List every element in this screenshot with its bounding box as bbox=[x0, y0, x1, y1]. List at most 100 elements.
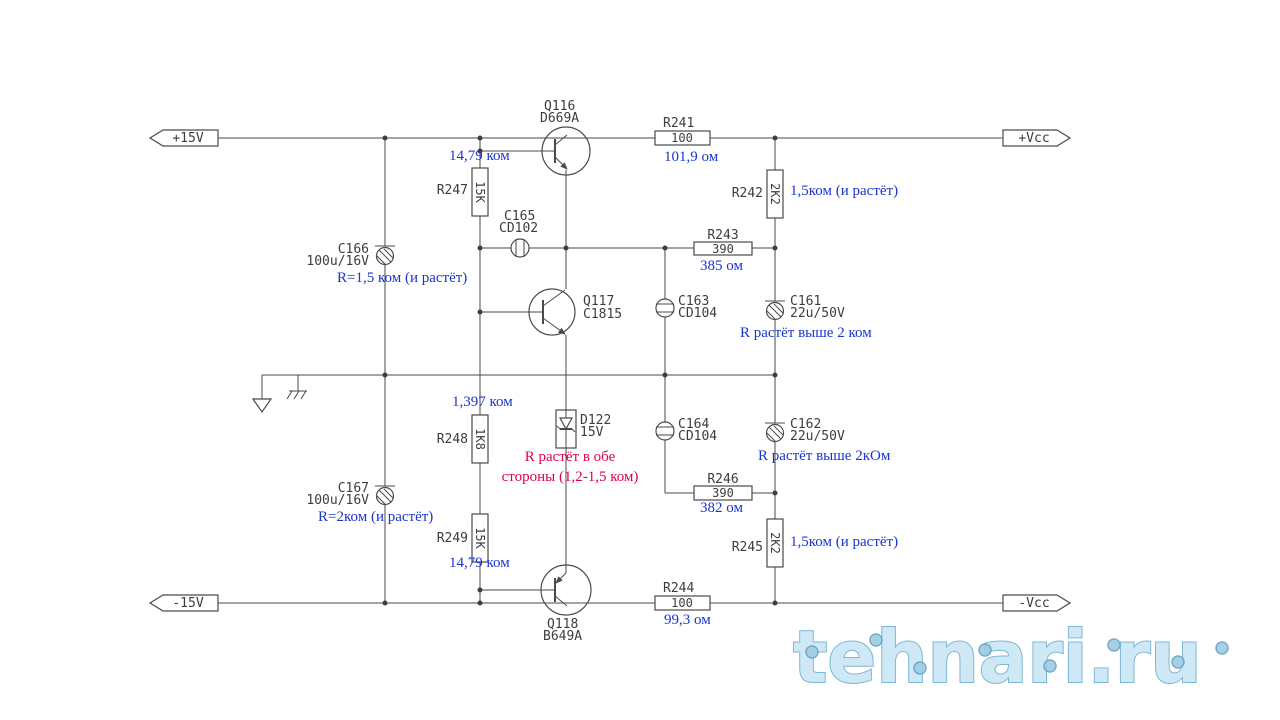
q118-part-label: B649A bbox=[543, 629, 582, 644]
d122-note-line2: стороны (1,2-1,5 ком) bbox=[502, 469, 639, 485]
d122-ref-label: D122 bbox=[580, 413, 611, 428]
watermark-bolt-icon bbox=[1043, 659, 1057, 673]
r242-ref-label: R242 bbox=[732, 186, 763, 201]
q117-part-label: C1815 bbox=[583, 307, 622, 322]
capacitor-c165: C165 CD102 bbox=[499, 209, 538, 258]
watermark-text: tehnari.ru bbox=[793, 615, 1202, 699]
c161-ref-label: C161 bbox=[790, 294, 821, 309]
c167-note: R=2ком (и растёт) bbox=[318, 509, 433, 525]
r244-ref-label: R244 bbox=[663, 581, 694, 596]
c162-value-label: 22u/50V bbox=[790, 429, 845, 444]
r243-measured-note: 385 ом bbox=[700, 258, 743, 274]
capacitor-c166: C166 100u/16V bbox=[306, 242, 395, 269]
r248-value-label: 1K8 bbox=[473, 428, 487, 450]
resistor-r247: R247 15K bbox=[437, 167, 489, 217]
watermark-bolt-icon bbox=[1171, 655, 1185, 669]
c163-ref-label: C163 bbox=[678, 294, 709, 309]
c165-ref-label: C165 bbox=[504, 209, 535, 224]
r249-value-label: 15K bbox=[473, 527, 487, 549]
watermark-bolt-icon bbox=[913, 661, 927, 675]
r241-measured-note: 101,9 ом bbox=[664, 149, 719, 165]
power-tag-plus15: +15V bbox=[148, 129, 219, 147]
r245-measured-note: 1,5ком (и растёт) bbox=[790, 534, 898, 550]
c161-note: R растёт выше 2 ком bbox=[740, 325, 872, 341]
r244-value-label: 100 bbox=[671, 596, 693, 610]
diode-d122: D122 15V bbox=[555, 409, 611, 449]
r246-measured-note: 382 ом bbox=[700, 500, 743, 516]
watermark: tehnari.ru bbox=[792, 614, 1229, 700]
resistor-r242: R242 2K2 bbox=[732, 169, 784, 219]
resistor-r248: R248 1K8 bbox=[437, 414, 489, 464]
r248-ref-label: R248 bbox=[437, 432, 468, 447]
red-annotation: R растёт в обе стороны (1,2-1,5 ком) bbox=[502, 449, 639, 485]
r244-measured-note: 99,3 ом bbox=[664, 612, 711, 628]
r245-value-label: 2K2 bbox=[768, 532, 782, 554]
r246-ref-label: R246 bbox=[707, 472, 738, 487]
r243-value-label: 390 bbox=[712, 242, 734, 256]
q118-ref-label: Q118 bbox=[547, 617, 578, 632]
q116-ref-label: Q116 bbox=[544, 99, 575, 114]
c165-value-label: CD102 bbox=[499, 221, 538, 236]
c167-value-label: 100u/16V bbox=[306, 493, 369, 508]
plus-vcc-label: +Vcc bbox=[1018, 131, 1049, 146]
wires bbox=[218, 137, 1003, 604]
capacitor-c164: C164 CD104 bbox=[655, 417, 717, 444]
capacitor-c167: C167 100u/16V bbox=[306, 481, 395, 508]
c162-note: R растёт выше 2кОм bbox=[758, 448, 891, 464]
ground-earth-symbol bbox=[286, 375, 307, 400]
resistor-r245: R245 2K2 bbox=[732, 518, 784, 568]
resistor-r246: R246 390 bbox=[693, 472, 753, 501]
c164-ref-label: C164 bbox=[678, 417, 709, 432]
transistor-q117: Q117 C1815 bbox=[528, 288, 622, 336]
c167-ref-label: C167 bbox=[338, 481, 369, 496]
r249-measured-note: 14,79 ком bbox=[449, 555, 510, 571]
r247-measured-note: 14,79 ком bbox=[449, 148, 510, 164]
transistor-q118: Q118 B649A bbox=[540, 564, 592, 644]
plus15-label: +15V bbox=[172, 131, 203, 146]
blue-annotations: 14,79 ком 101,9 ом 1,5ком (и растёт) 385… bbox=[318, 148, 898, 628]
d122-value-label: 15V bbox=[580, 425, 604, 440]
r247-value-label: 15K bbox=[473, 181, 487, 203]
watermark-bolt-icon bbox=[978, 643, 992, 657]
r246-value-label: 390 bbox=[712, 486, 734, 500]
r242-measured-note: 1,5ком (и растёт) bbox=[790, 183, 898, 199]
resistor-r244: R244 100 bbox=[654, 581, 711, 611]
junction-dots bbox=[382, 135, 778, 606]
q116-part-label: D669A bbox=[540, 111, 579, 126]
resistor-r249: R249 15K bbox=[437, 513, 489, 563]
power-tag-minus15: -15V bbox=[148, 594, 219, 612]
r241-ref-label: R241 bbox=[663, 116, 694, 131]
capacitor-c162: C162 22u/50V bbox=[765, 417, 845, 444]
minus-vcc-label: -Vcc bbox=[1018, 596, 1049, 611]
c166-ref-label: C166 bbox=[338, 242, 369, 257]
c162-ref-label: C162 bbox=[790, 417, 821, 432]
watermark-bolt-icon bbox=[805, 645, 819, 659]
c163-value-label: CD104 bbox=[678, 306, 717, 321]
c166-note: R=1,5 ком (и растёт) bbox=[337, 270, 467, 286]
r247-ref-label: R247 bbox=[437, 183, 468, 198]
r243-ref-label: R243 bbox=[707, 228, 738, 243]
watermark-bolt-icon bbox=[1215, 641, 1229, 655]
power-tag-minus-vcc: -Vcc bbox=[1002, 594, 1072, 612]
d122-note-line1: R растёт в обе bbox=[525, 449, 616, 465]
r241-value-label: 100 bbox=[671, 131, 693, 145]
power-tag-plus-vcc: +Vcc bbox=[1002, 129, 1072, 147]
r245-ref-label: R245 bbox=[732, 540, 763, 555]
resistor-r241: R241 100 bbox=[654, 116, 711, 146]
c164-value-label: CD104 bbox=[678, 429, 717, 444]
r249-ref-label: R249 bbox=[437, 531, 468, 546]
transistor-q116: Q116 D669A bbox=[540, 99, 591, 176]
ground-arrow-symbol bbox=[251, 375, 273, 414]
capacitor-c161: C161 22u/50V bbox=[765, 294, 845, 321]
c161-value-label: 22u/50V bbox=[790, 306, 845, 321]
watermark-bolt-icon bbox=[1107, 638, 1121, 652]
r248-measured-note: 1,397 ком bbox=[452, 394, 513, 410]
resistor-r243: R243 390 bbox=[693, 228, 753, 256]
q117-ref-label: Q117 bbox=[583, 294, 614, 309]
watermark-bolt-icon bbox=[869, 633, 883, 647]
c166-value-label: 100u/16V bbox=[306, 254, 369, 269]
minus15-label: -15V bbox=[172, 596, 203, 611]
r242-value-label: 2K2 bbox=[768, 183, 782, 205]
